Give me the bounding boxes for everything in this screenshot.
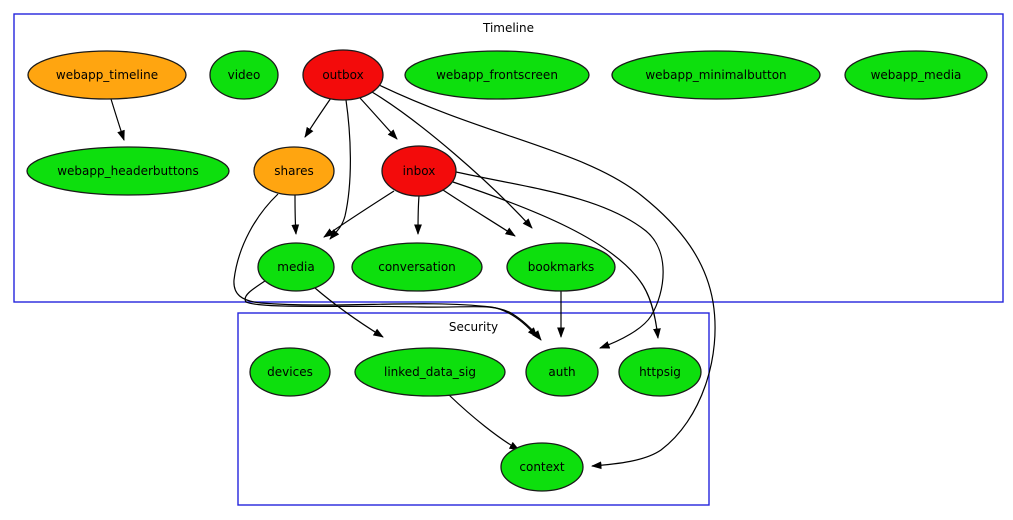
node-linked_data_sig-label: linked_data_sig (384, 365, 476, 379)
node-outbox-shape (302, 49, 384, 101)
node-context: context (500, 442, 584, 492)
node-media: media (257, 242, 335, 292)
node-webapp_frontscreen-label: webapp_frontscreen (436, 68, 558, 82)
node-webapp_minimalbutton: webapp_minimalbutton (611, 50, 821, 100)
cluster-timeline: Timeline (13, 13, 1004, 303)
node-webapp_minimalbutton-label: webapp_minimalbutton (645, 68, 786, 82)
edge-inbox-to-bookmarks (442, 189, 516, 237)
node-webapp_media-shape (844, 50, 988, 100)
edge-outbox-to-shares (304, 97, 332, 138)
node-webapp_timeline: webapp_timeline (27, 50, 187, 100)
edge-outbox-to-media (329, 99, 351, 240)
edge-inbox-to-conversation (414, 195, 422, 235)
node-webapp_frontscreen-shape (404, 50, 590, 100)
node-webapp_minimalbutton-shape (611, 50, 821, 100)
node-conversation-label: conversation (378, 260, 456, 274)
node-webapp_headerbuttons-shape (26, 146, 230, 196)
node-auth-label: auth (548, 365, 575, 379)
edge-inbox-to-httpsig (452, 181, 661, 339)
node-devices: devices (249, 347, 331, 397)
cluster-security: Security (237, 312, 710, 506)
edge-outbox-to-bookmarks (371, 91, 533, 229)
node-video-shape (209, 50, 279, 100)
node-conversation: conversation (351, 242, 483, 292)
cluster-security-border (237, 312, 710, 506)
cluster-security-label: Security (449, 320, 498, 334)
node-httpsig-shape (618, 347, 702, 397)
edges-layer (110, 84, 716, 470)
node-shares: shares (253, 146, 335, 196)
node-bookmarks-shape (506, 242, 616, 292)
node-devices-shape (249, 347, 331, 397)
nodes-layer: webapp_timeline video outbox webapp_frontsc… (26, 49, 988, 492)
node-devices-label: devices (267, 365, 313, 379)
node-context-shape (500, 442, 584, 492)
node-webapp_headerbuttons: webapp_headerbuttons (26, 146, 230, 196)
node-shares-shape (253, 146, 335, 196)
node-linked_data_sig-shape (354, 347, 506, 397)
edge-inbox-to-media (323, 190, 395, 238)
node-video: video (209, 50, 279, 100)
node-video-label: video (228, 68, 261, 82)
node-media-shape (257, 242, 335, 292)
node-inbox-label: inbox (403, 164, 436, 178)
node-httpsig: httpsig (618, 347, 702, 397)
node-context-label: context (519, 460, 565, 474)
node-inbox-shape (381, 145, 457, 197)
edge-media-to-linked_data_sig (314, 287, 384, 338)
edge-outbox-to-context (378, 84, 716, 470)
cluster-timeline-label: Timeline (482, 21, 534, 35)
node-linked_data_sig: linked_data_sig (354, 347, 506, 397)
node-bookmarks: bookmarks (506, 242, 616, 292)
node-outbox-label: outbox (322, 68, 363, 82)
cluster-timeline-border (13, 13, 1004, 303)
node-webapp_headerbuttons-label: webapp_headerbuttons (57, 164, 199, 178)
node-media-label: media (277, 260, 314, 274)
node-webapp_media: webapp_media (844, 50, 988, 100)
node-webapp_media-label: webapp_media (871, 68, 962, 82)
node-bookmarks-label: bookmarks (528, 260, 594, 274)
node-webapp_timeline-label: webapp_timeline (56, 68, 158, 82)
node-outbox: outbox (302, 49, 384, 101)
node-webapp_frontscreen: webapp_frontscreen (404, 50, 590, 100)
edge-linked_data_sig-to-context (448, 394, 520, 451)
node-auth: auth (525, 347, 599, 397)
edge-shares-to-media (291, 194, 300, 235)
node-auth-shape (525, 347, 599, 397)
node-shares-label: shares (274, 164, 314, 178)
edge-media-to-auth (244, 278, 542, 341)
edge-inbox-to-auth (455, 171, 664, 349)
node-webapp_timeline-shape (27, 50, 187, 100)
node-conversation-shape (351, 242, 483, 292)
node-inbox: inbox (381, 145, 457, 197)
edge-webapp_timeline-to-webapp_headerbuttons (110, 98, 125, 141)
node-httpsig-label: httpsig (639, 365, 681, 379)
edge-outbox-to-inbox (359, 97, 398, 140)
